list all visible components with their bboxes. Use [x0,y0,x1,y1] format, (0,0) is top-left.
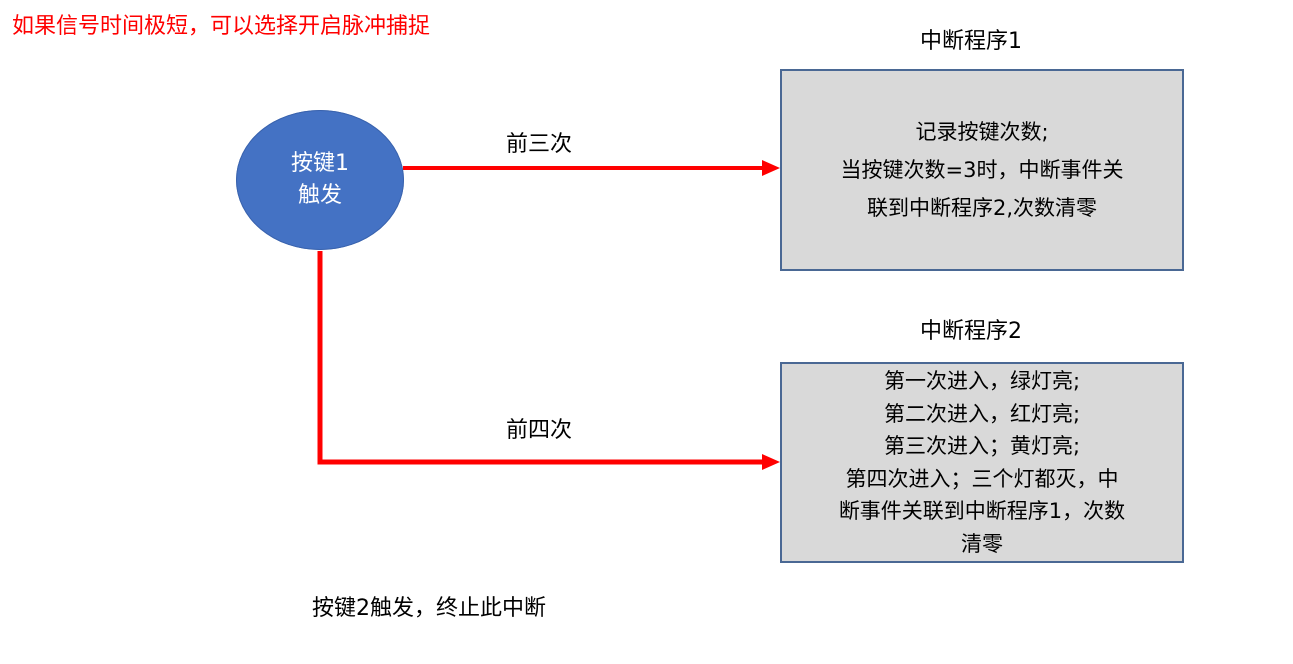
edge-label-first-four: 前四次 [506,418,573,443]
isr2-line: 清零 [961,531,1003,556]
edge-label-first-three: 前三次 [506,132,573,157]
isr2-line: 第一次进入，绿灯亮; [883,369,1081,393]
button1-trigger-node: 按键1 触发 [236,110,404,250]
isr2-title: 中断程序2 [920,319,1022,344]
isr1-title: 中断程序1 [920,29,1022,54]
isr1-line: 当按键次数=3时，中断事件关 [840,158,1124,182]
isr2-line: 断事件关联到中断程序1，次数 [838,499,1126,523]
isr2-line: 第三次进入；黄灯亮; [883,434,1081,458]
footer-text: 按键2触发，终止此中断 [312,596,546,621]
trigger-line1: 按键1 [291,151,349,176]
isr2-line: 第二次进入，红灯亮; [883,401,1081,426]
trigger-line2: 触发 [297,183,342,208]
isr1-line: 记录按键次数; [915,120,1049,144]
note-text: 如果信号时间极短，可以选择开启脉冲捕捉 [12,14,431,39]
isr1-box: 记录按键次数; 当按键次数=3时，中断事件关 联到中断程序2,次数清零 [780,69,1184,271]
isr2-box: 第一次进入，绿灯亮; 第二次进入，红灯亮; 第三次进入；黄灯亮; 第四次进入；三… [780,362,1184,563]
isr2-line: 第四次进入；三个灯都灭，中 [845,466,1119,491]
isr1-line: 联到中断程序2,次数清零 [866,196,1098,220]
arrow-to-isr2 [317,251,780,470]
arrow-to-isr1 [403,160,780,176]
